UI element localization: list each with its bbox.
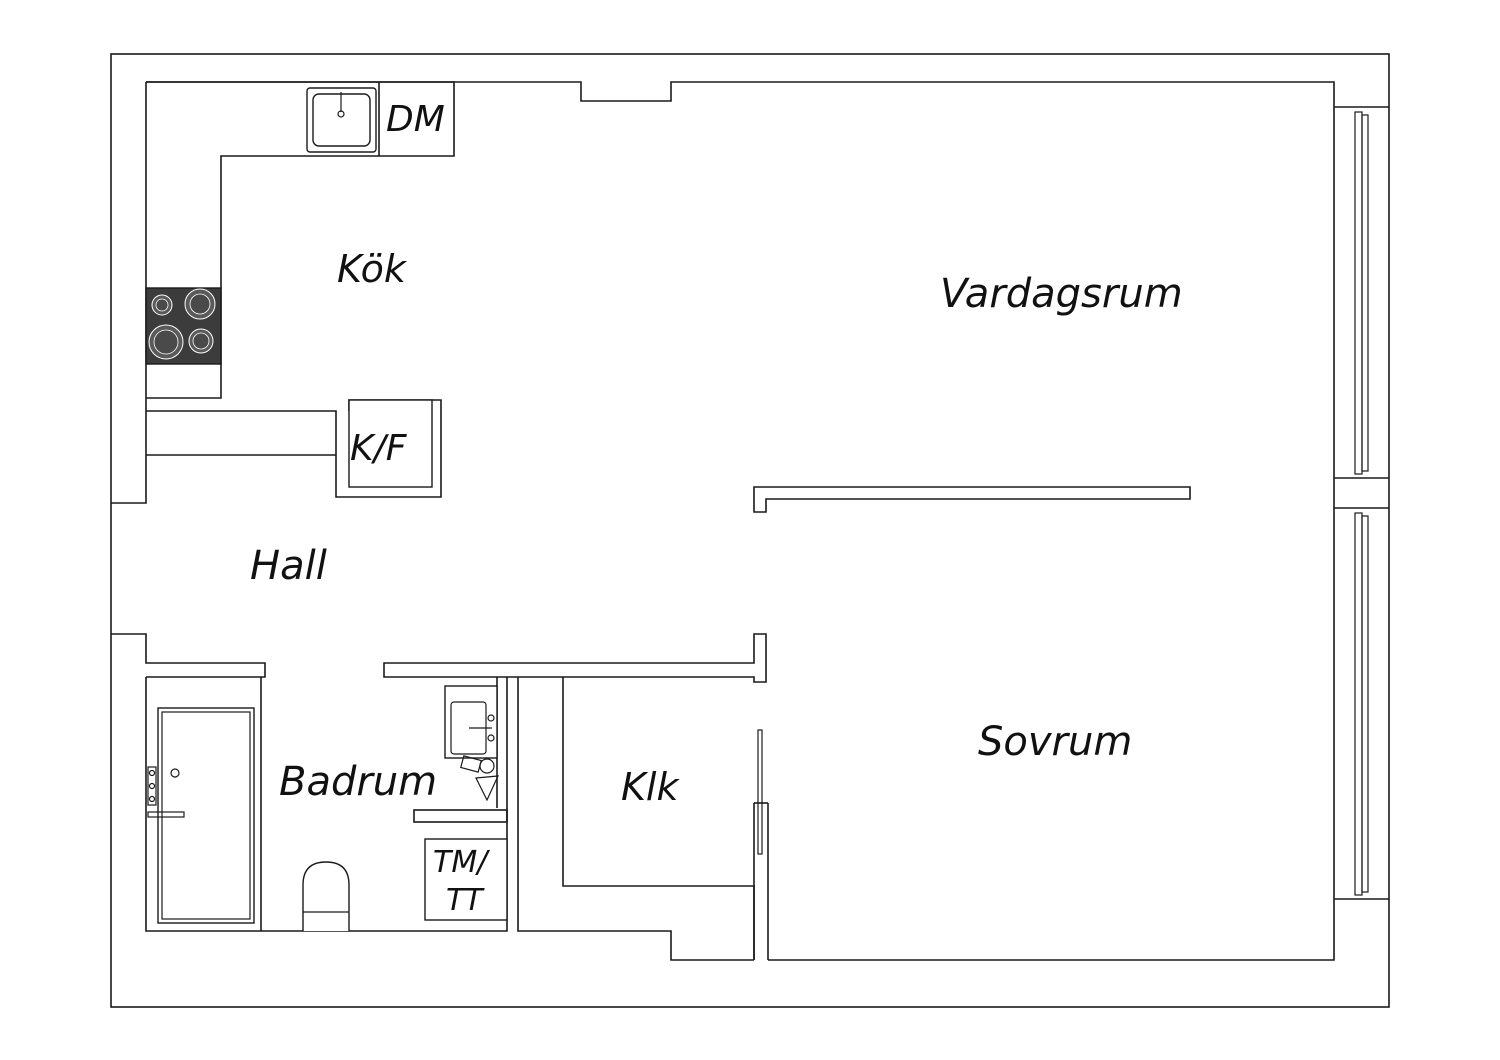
washbasin-icon [444, 685, 499, 802]
exterior-wall [146, 81, 1335, 961]
room-label-sovrum: Sovrum [978, 719, 1132, 765]
fridge-freezer [348, 399, 433, 488]
exterior-wall-south [517, 677, 754, 961]
outer-frame [110, 53, 1390, 1008]
closet-walls [562, 677, 755, 960]
shower-icon [147, 707, 255, 924]
label-washer-line2: TT [446, 883, 485, 918]
bathroom-north-wall-west [111, 633, 266, 678]
closet-door [757, 729, 763, 855]
interior-wall-living-bedroom [753, 486, 1191, 513]
room-label-kok: Kök [337, 247, 408, 291]
sink-icon [306, 87, 377, 153]
room-label-hall: Hall [250, 543, 327, 589]
exterior-wall-west-upper [111, 82, 147, 504]
room-label-klk: Klk [621, 765, 680, 809]
window-lower [1334, 507, 1389, 900]
room-label-badrum: Badrum [279, 759, 437, 805]
stove-icon [145, 287, 222, 365]
washer-dryer [424, 838, 508, 921]
bathroom-north-wall-east [383, 633, 767, 683]
label-fridge-freezer: K/F [350, 428, 408, 469]
room-label-vardagsrum: Vardagsrum [940, 271, 1183, 317]
window-upper [1334, 106, 1389, 479]
label-washer-line1: TM/ [433, 845, 490, 880]
kitchen-counter [146, 81, 455, 399]
toilet-icon [302, 861, 350, 931]
label-dishwasher: DM [386, 99, 445, 140]
